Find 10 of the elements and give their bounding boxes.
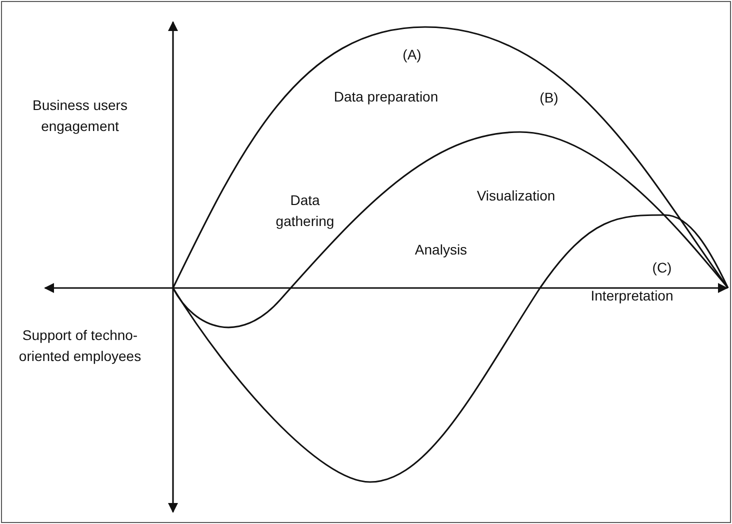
curve-label: (A) [402, 46, 422, 64]
axis-label: Business users engagement [32, 96, 128, 136]
curve-label: (C) [651, 258, 673, 278]
curve-label: (B) [538, 88, 560, 108]
stage-label: Interpretation [590, 286, 674, 306]
stage-label: Data preparation [332, 88, 440, 106]
stage-label: Visualization [476, 186, 556, 206]
stage-label: Analysis [414, 240, 468, 260]
stage-label: Data gathering [274, 191, 336, 231]
axis-label: Support of techno-oriented employees [18, 326, 142, 366]
